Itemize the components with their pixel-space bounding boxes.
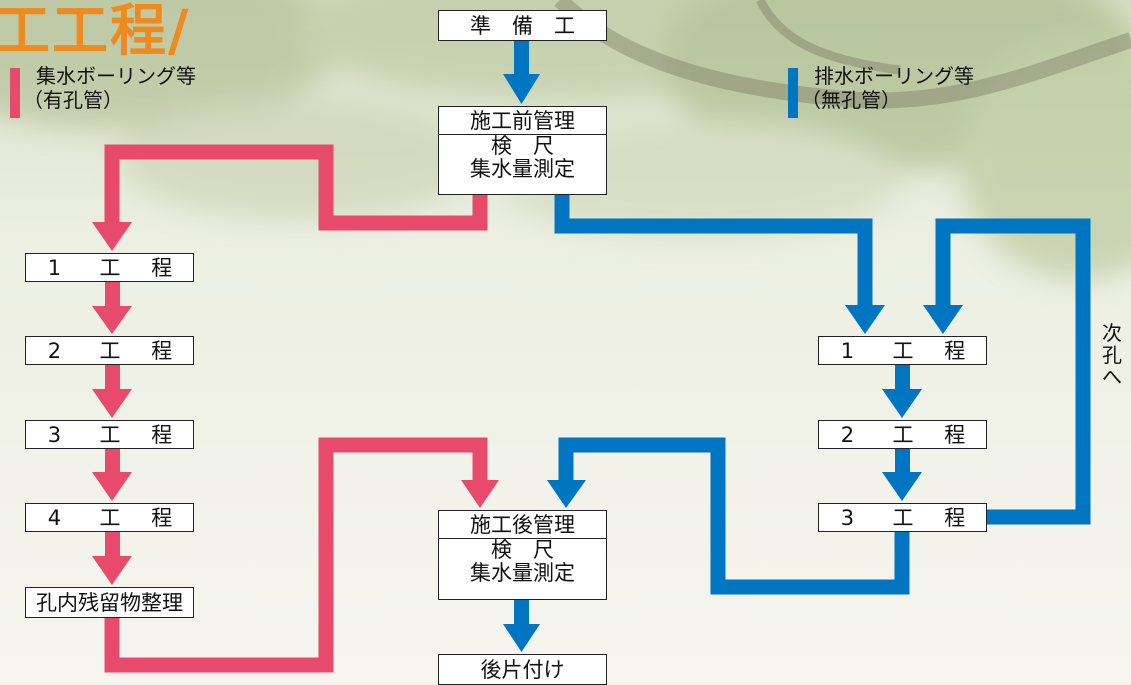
- left-step-4-char2: 程: [151, 505, 173, 530]
- right-step-2-box: 2 工 程: [818, 420, 987, 449]
- legend-nonperforated-subtitle: （無孔管）: [801, 88, 901, 112]
- left-step-4-char1: 工: [99, 505, 121, 530]
- blue-connector-to-post-mgmt: [558, 437, 910, 595]
- pre-mgmt-title: 施工前管理: [470, 108, 575, 133]
- pre-mgmt-line2: 集水量測定: [470, 157, 575, 181]
- left-step-4-box: 4 工 程: [25, 503, 194, 532]
- left-step-4-number: 4: [47, 505, 62, 530]
- blue-arrowhead-to-post-mgmt: [547, 480, 586, 508]
- blue-arrowhead-loop-to-step-1: [923, 305, 963, 334]
- next-hole-char-2: 孔: [1102, 343, 1122, 367]
- legend-nonperforated-title: 排水ボーリング等: [814, 64, 974, 88]
- next-hole-char-1: 次: [1102, 321, 1122, 345]
- post-mgmt-title: 施工後管理: [470, 512, 575, 537]
- left-step-3-box: 3 工 程: [25, 420, 194, 449]
- right-step-1-char2: 程: [944, 338, 966, 363]
- left-step-3-number: 3: [47, 422, 62, 447]
- legend-perforated-title: 集水ボーリング等: [36, 64, 196, 88]
- prep-work-box: 準 備 工: [438, 10, 607, 41]
- legend-red-swatch: [10, 68, 20, 118]
- legend-perforated: 集水ボーリング等 （有孔管）: [10, 64, 250, 124]
- red-connector-to-post-mgmt: [104, 437, 488, 673]
- right-step-2-number: 2: [840, 422, 855, 447]
- next-hole-char-3: へ: [1102, 365, 1122, 389]
- arrow-prep-to-pre-mgmt: [503, 41, 540, 104]
- left-step-2-number: 2: [47, 338, 62, 363]
- red-arrowhead-to-left-step-1: [92, 222, 132, 251]
- right-step-1-number: 1: [840, 338, 855, 363]
- right-step-3-char1: 工: [892, 505, 914, 530]
- legend-nonperforated: 排水ボーリング等 （無孔管）: [788, 64, 1028, 124]
- cleanup-box: 後片付け: [438, 654, 607, 685]
- right-step-2-char1: 工: [892, 422, 914, 447]
- residue-cleanup-label: 孔内残留物整理: [36, 590, 183, 615]
- left-step-1-number: 1: [47, 255, 62, 280]
- next-hole-label: 次 孔 へ: [1100, 322, 1124, 388]
- red-arrowhead-to-post-mgmt: [461, 480, 499, 508]
- left-step-1-char1: 工: [99, 255, 121, 280]
- blue-loop-next-hole: [935, 218, 1091, 525]
- blue-step-arrows: [882, 364, 922, 501]
- cleanup-label: 後片付け: [480, 657, 565, 682]
- right-step-3-char2: 程: [944, 505, 966, 530]
- residue-cleanup-box: 孔内残留物整理: [25, 587, 194, 618]
- arrow-post-mgmt-to-cleanup: [503, 600, 540, 652]
- pre-mgmt-line1: 検 尺: [491, 134, 554, 158]
- page-title-fragment: 工工程/: [0, 0, 191, 64]
- legend-blue-swatch: [788, 68, 798, 118]
- right-step-1-box: 1 工 程: [818, 336, 987, 365]
- pre-construction-management-box: 施工前管理 検 尺 集水量測定: [438, 106, 607, 195]
- left-step-2-char2: 程: [151, 338, 173, 363]
- left-step-3-char2: 程: [151, 422, 173, 447]
- left-step-1-box: 1 工 程: [25, 253, 194, 282]
- left-step-2-box: 2 工 程: [25, 336, 194, 365]
- right-step-3-box: 3 工 程: [818, 503, 987, 532]
- red-step-arrows: [92, 282, 132, 585]
- legend-perforated-subtitle: （有孔管）: [23, 88, 123, 112]
- prep-work-label: 準 備 工: [470, 13, 575, 38]
- right-step-2-char2: 程: [944, 422, 966, 447]
- right-step-3-number: 3: [840, 505, 855, 530]
- blue-arrowhead-to-right-step-1: [845, 305, 885, 334]
- left-step-2-char1: 工: [99, 338, 121, 363]
- blue-connector-to-right-column: [554, 195, 873, 308]
- red-connector-to-left-column: [104, 144, 488, 231]
- post-mgmt-line2: 集水量測定: [470, 561, 575, 585]
- left-step-1-char2: 程: [151, 255, 173, 280]
- right-step-1-char1: 工: [892, 338, 914, 363]
- left-step-3-char1: 工: [99, 422, 121, 447]
- post-mgmt-line1: 検 尺: [491, 538, 554, 562]
- post-construction-management-box: 施工後管理 検 尺 集水量測定: [438, 510, 607, 600]
